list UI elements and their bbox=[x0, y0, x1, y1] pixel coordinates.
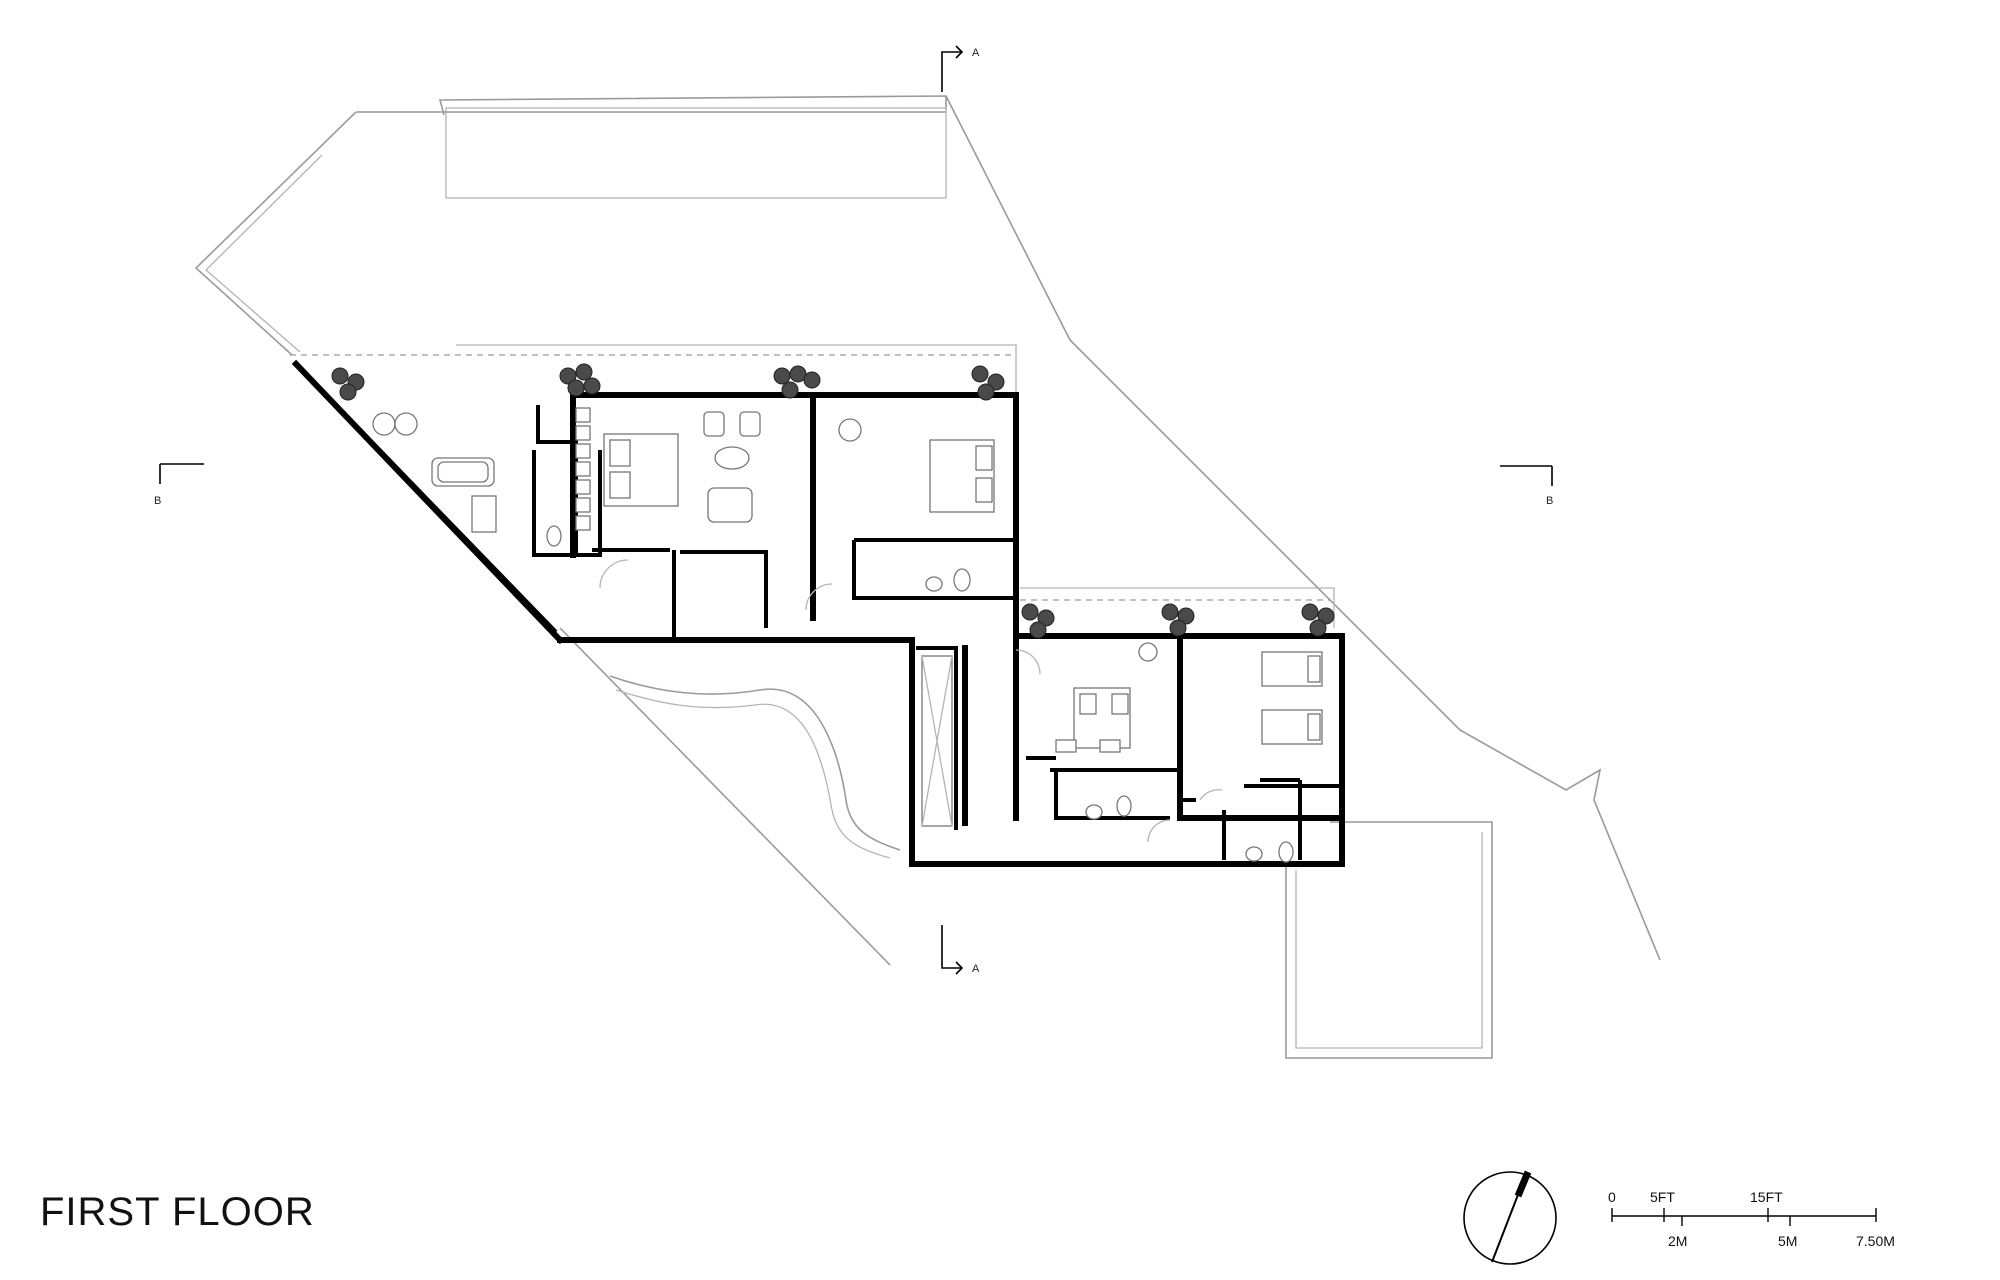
section-b-left: B bbox=[154, 463, 204, 507]
drawing-title: FIRST FLOOR bbox=[40, 1190, 315, 1234]
section-b-right-label: B bbox=[1546, 495, 1553, 507]
scale-metric-2m: 2M bbox=[1668, 1233, 1687, 1249]
scale-imperial-15ft: 15FT bbox=[1750, 1189, 1783, 1205]
beds bbox=[603, 433, 1323, 749]
exterior-walls bbox=[291, 359, 1345, 867]
site-outline bbox=[194, 95, 1661, 1059]
scale-imperial-5ft: 5FT bbox=[1650, 1189, 1675, 1205]
section-a-bottom-label: A bbox=[972, 963, 980, 975]
storage-units bbox=[575, 407, 953, 827]
section-a-top: A bbox=[941, 45, 980, 92]
section-b-left-label: B bbox=[154, 495, 161, 507]
section-a-top-label: A bbox=[972, 47, 980, 59]
section-b-right: B bbox=[1500, 465, 1553, 507]
lounge-furniture bbox=[372, 411, 1158, 753]
trees bbox=[331, 363, 1335, 639]
section-a-bottom: A bbox=[941, 925, 980, 975]
bathroom-fixtures bbox=[431, 457, 1294, 863]
scale-bar: 0 5FT 15FT 2M 5M 7.50M bbox=[1608, 1189, 1895, 1249]
scale-metric-5m: 5M bbox=[1778, 1233, 1797, 1249]
north-arrow-icon bbox=[1463, 1170, 1557, 1265]
interior-walls bbox=[532, 405, 1342, 860]
scale-imperial-0: 0 bbox=[1608, 1189, 1616, 1205]
scale-metric-7-50m: 7.50M bbox=[1856, 1233, 1895, 1249]
doors bbox=[599, 559, 1223, 843]
